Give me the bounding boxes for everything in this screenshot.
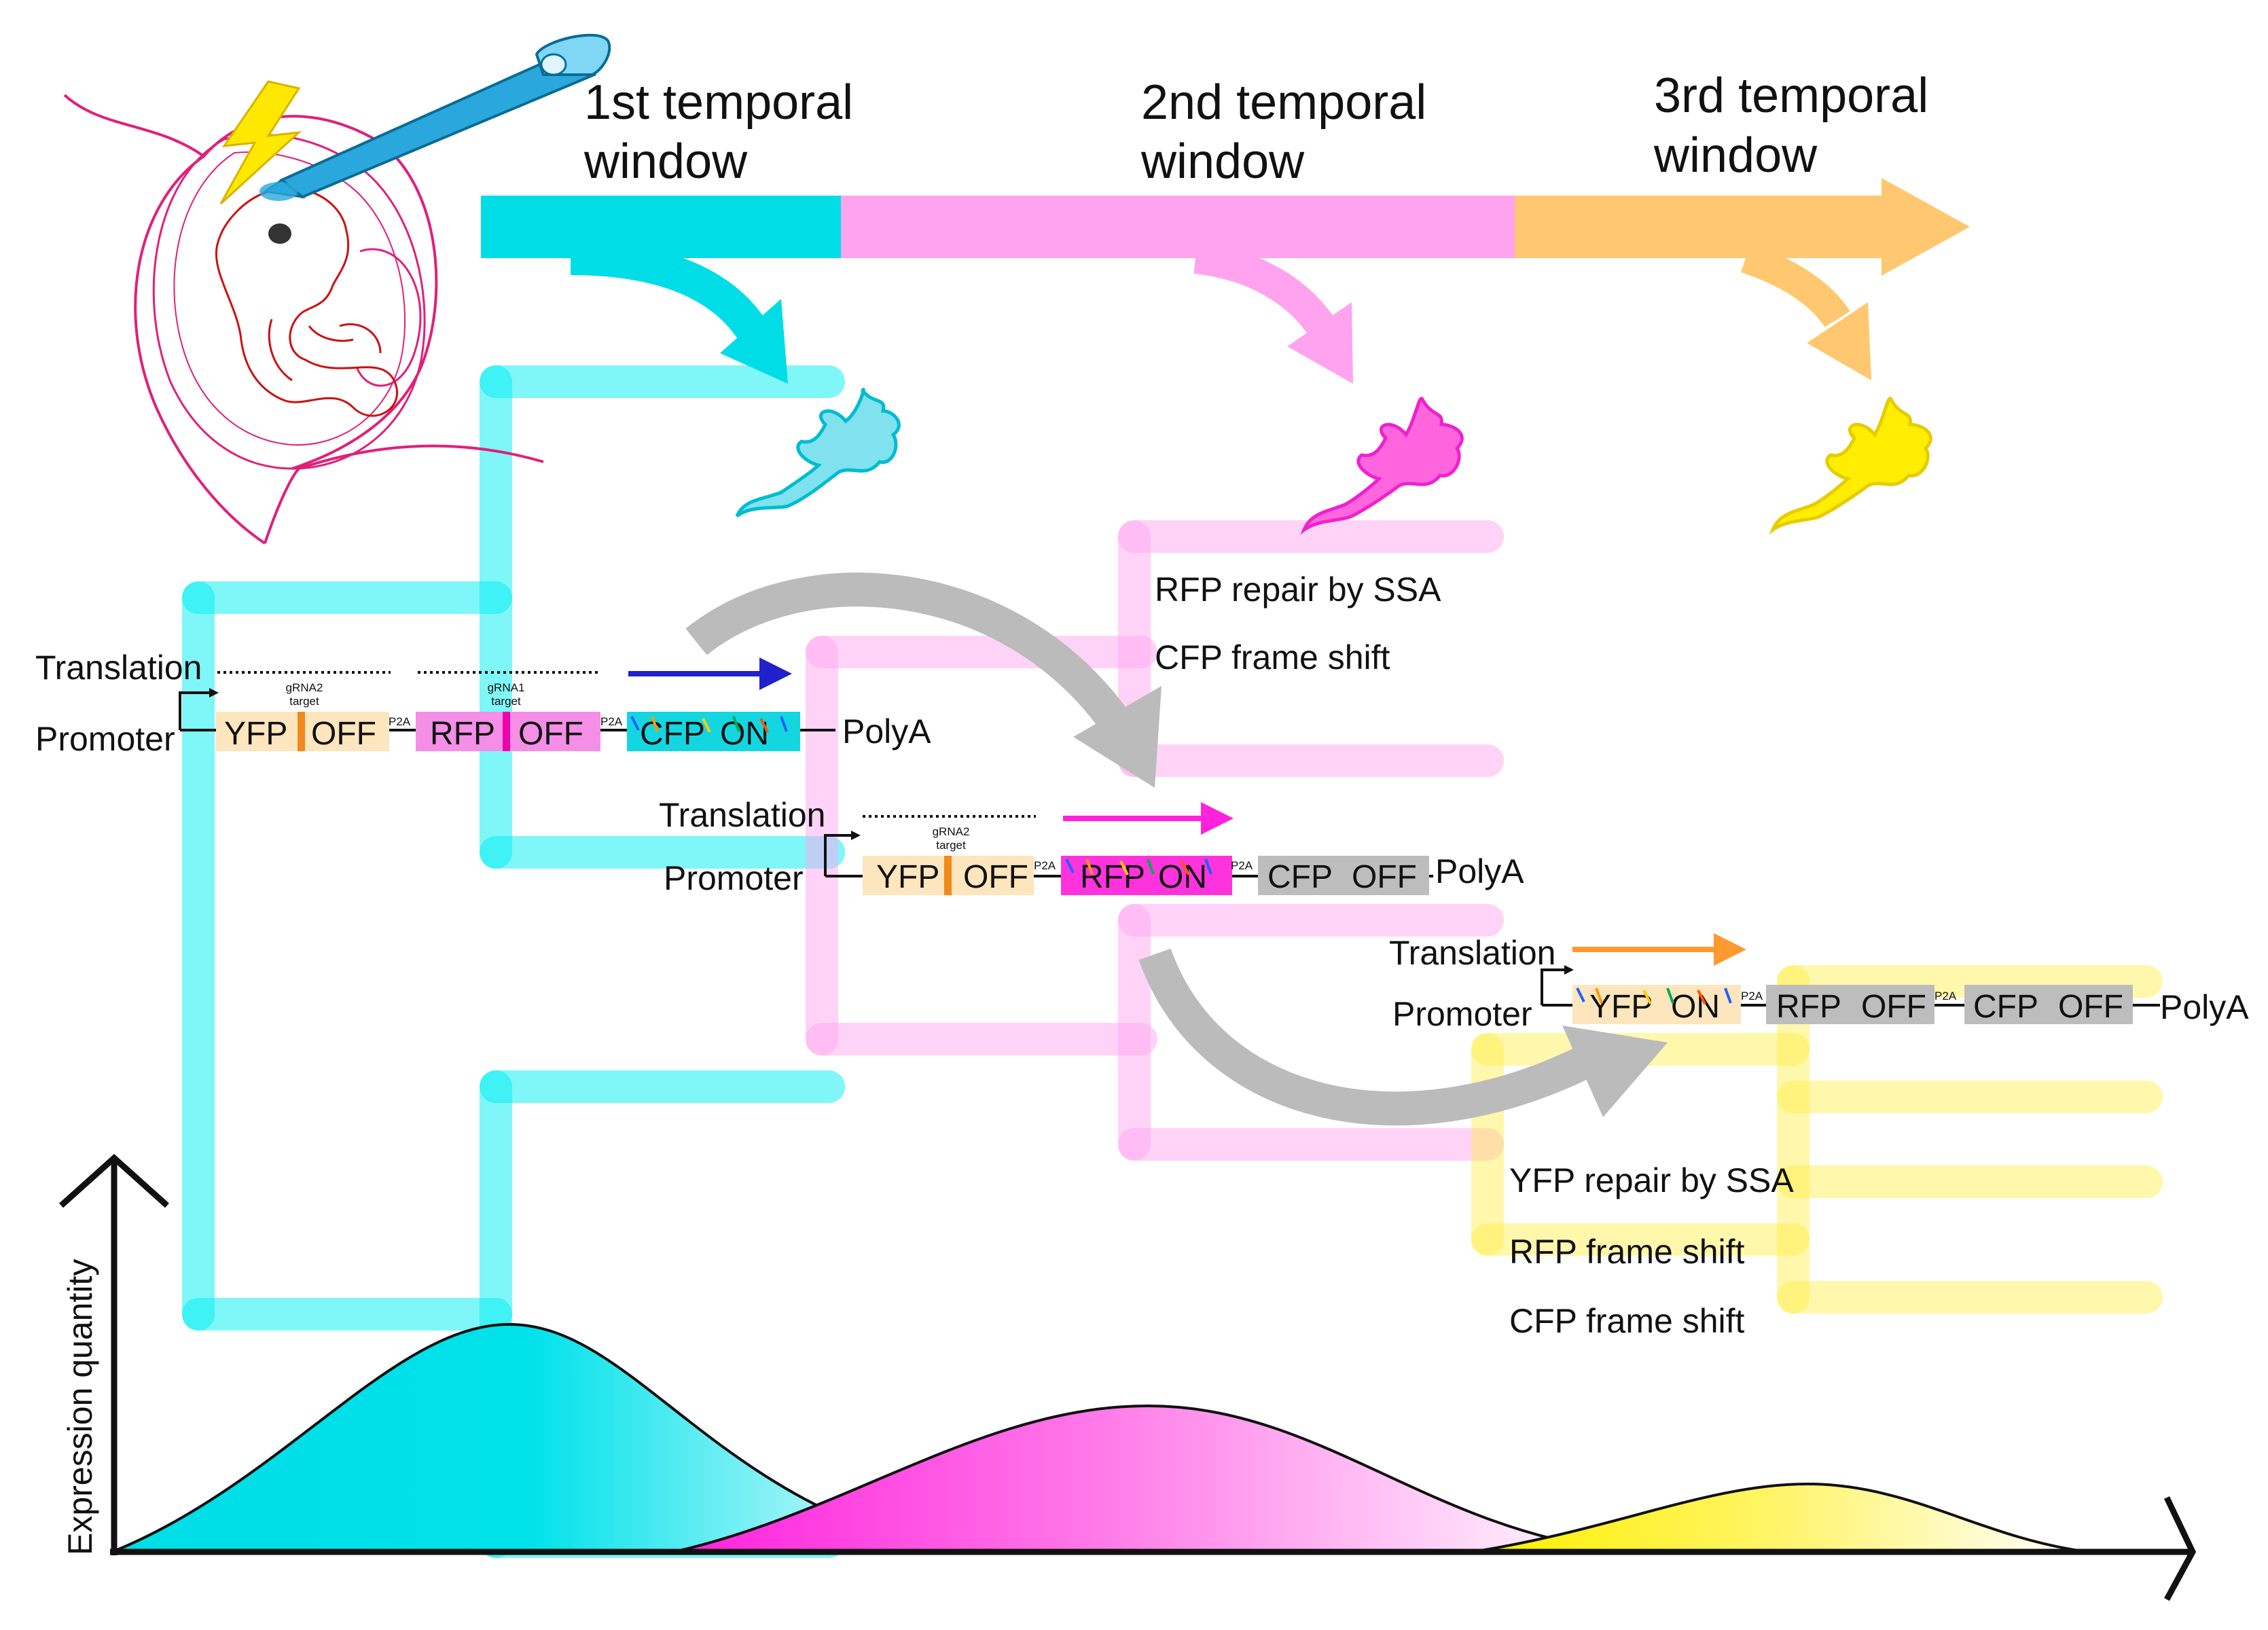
rfp-state: OFF xyxy=(518,716,583,752)
y-axis-label: Expression quantity xyxy=(61,1259,99,1555)
construct-2: Translation Promoter gRNA2 target YFP OF… xyxy=(659,796,1524,897)
polya-label: PolyA xyxy=(842,712,931,750)
p2a-label: P2A xyxy=(600,715,623,728)
gRNA2-target-label: target xyxy=(936,839,966,852)
curved-arrow-pink xyxy=(1193,242,1353,384)
yfp-state: OFF xyxy=(963,859,1028,895)
cas9-cut-icon xyxy=(1065,858,1212,875)
embryo-icon xyxy=(63,94,544,545)
rfp-box xyxy=(1766,985,1934,1024)
construct-2-translation-label: Translation xyxy=(659,796,825,834)
event-yfp-repair: YFP repair by SSA xyxy=(1509,1161,1794,1199)
cfp-state: OFF xyxy=(2058,989,2123,1025)
construct-2-promoter-label: Promoter xyxy=(664,859,804,897)
grey-curved-arrow-2 xyxy=(1138,948,1668,1126)
promoter-arrow-icon xyxy=(824,834,856,876)
construct-1: Translation Promoter gRNA2 target gRNA1 … xyxy=(35,649,931,758)
construct-1-translation-label: Translation xyxy=(35,649,202,687)
window-2-title-line2: window xyxy=(1140,134,1305,189)
yfp-state: ON xyxy=(1671,989,1720,1025)
rfp-label: RFP xyxy=(1080,859,1145,895)
window-1-title-line2: window xyxy=(583,134,748,189)
gRNA1-target-label: target xyxy=(491,695,521,708)
cyan-expression-curve xyxy=(115,1322,945,1552)
window-1-title-line1: 1st temporal xyxy=(584,75,853,130)
pink-lineage xyxy=(806,520,1504,1161)
rfp-label: RFP xyxy=(1776,989,1841,1025)
neuron-icon xyxy=(1300,397,1464,535)
window-3-bar xyxy=(1515,196,1882,258)
promoter-arrow-icon xyxy=(1541,968,1569,1005)
window-3-title-line2: window xyxy=(1653,128,1818,183)
chart-axes: Expression quantity xyxy=(58,1153,2197,1601)
lineage-tree xyxy=(182,365,2163,1558)
construct-1-promoter-label: Promoter xyxy=(35,720,175,758)
x-axis-arrowhead xyxy=(2163,1496,2197,1601)
cas9-cut-icon xyxy=(1576,988,1732,1004)
timeline-arrowhead xyxy=(1882,178,1970,276)
rfp-box xyxy=(1061,856,1232,895)
neuron-icon xyxy=(735,387,901,518)
construct-3-promoter-label: Promoter xyxy=(1392,995,1532,1033)
yellow-expression-curve xyxy=(1480,1482,2079,1552)
event-rfp-repair: RFP repair by SSA xyxy=(1155,570,1441,609)
yfp-label: YFP xyxy=(876,859,939,895)
gRNA2-target-mark xyxy=(944,856,952,895)
p2a-label: P2A xyxy=(1034,859,1056,872)
p2a-label: P2A xyxy=(1741,990,1763,1002)
event-rfp-frameshift: RFP frame shift xyxy=(1509,1233,1744,1271)
window-2-title-line1: 2nd temporal xyxy=(1141,75,1426,130)
gRNA2-label: gRNA2 xyxy=(933,825,970,838)
cfp-box xyxy=(1964,985,2133,1024)
lightning-icon xyxy=(219,80,302,205)
expression-curves xyxy=(115,1322,2079,1552)
window-2-bar xyxy=(841,196,1515,258)
event-cfp-frameshift: CFP frame shift xyxy=(1509,1302,1744,1340)
p2a-label: P2A xyxy=(1934,990,1957,1002)
rfp-state: OFF xyxy=(1861,989,1926,1025)
curved-arrow-cyan xyxy=(570,241,788,384)
cfp-box xyxy=(1258,856,1429,895)
polya-label: PolyA xyxy=(1435,852,1524,890)
cfp-state: ON xyxy=(720,716,769,752)
timeline-arrow xyxy=(481,178,1970,276)
window-3-title-line1: 3rd temporal xyxy=(1654,69,1928,123)
gRNA2-target-label: target xyxy=(289,695,319,708)
pipette-icon xyxy=(259,33,611,201)
yfp-box xyxy=(1572,985,1741,1024)
p2a-label: P2A xyxy=(1231,859,1253,872)
cfp-state: OFF xyxy=(1352,859,1417,895)
neuron-icon xyxy=(1769,397,1932,535)
p2a-label: P2A xyxy=(389,715,411,728)
gRNA1-target-mark xyxy=(503,712,510,751)
cfp-box xyxy=(627,712,800,751)
event-cfp-frameshift: CFP frame shift xyxy=(1155,638,1390,676)
magenta-expression-curve xyxy=(679,1404,1617,1552)
y-axis-arrowhead xyxy=(58,1153,170,1208)
cfp-label: CFP xyxy=(1973,989,2038,1025)
gRNA1-label: gRNA1 xyxy=(488,681,525,694)
yfp-label: YFP xyxy=(224,716,287,752)
promoter-arrow-icon xyxy=(179,691,214,730)
gRNA2-label: gRNA2 xyxy=(286,681,323,694)
grey-curved-arrow-1 xyxy=(685,573,1162,788)
curved-arrow-orange xyxy=(1740,244,1871,380)
window-1-bar xyxy=(481,196,841,258)
polya-label: PolyA xyxy=(2160,988,2249,1026)
yfp-state: OFF xyxy=(311,716,376,752)
gRNA2-target-mark xyxy=(298,712,305,751)
rfp-label: RFP xyxy=(430,716,495,752)
cas9-cut-icon xyxy=(630,716,788,733)
cfp-label: CFP xyxy=(1267,859,1333,895)
cfp-label: CFP xyxy=(640,716,705,752)
construct-3-translation-label: Translation xyxy=(1389,934,1555,972)
construct-3: Translation Promoter YFP ON P2A RFP OFF … xyxy=(1389,933,2249,1033)
